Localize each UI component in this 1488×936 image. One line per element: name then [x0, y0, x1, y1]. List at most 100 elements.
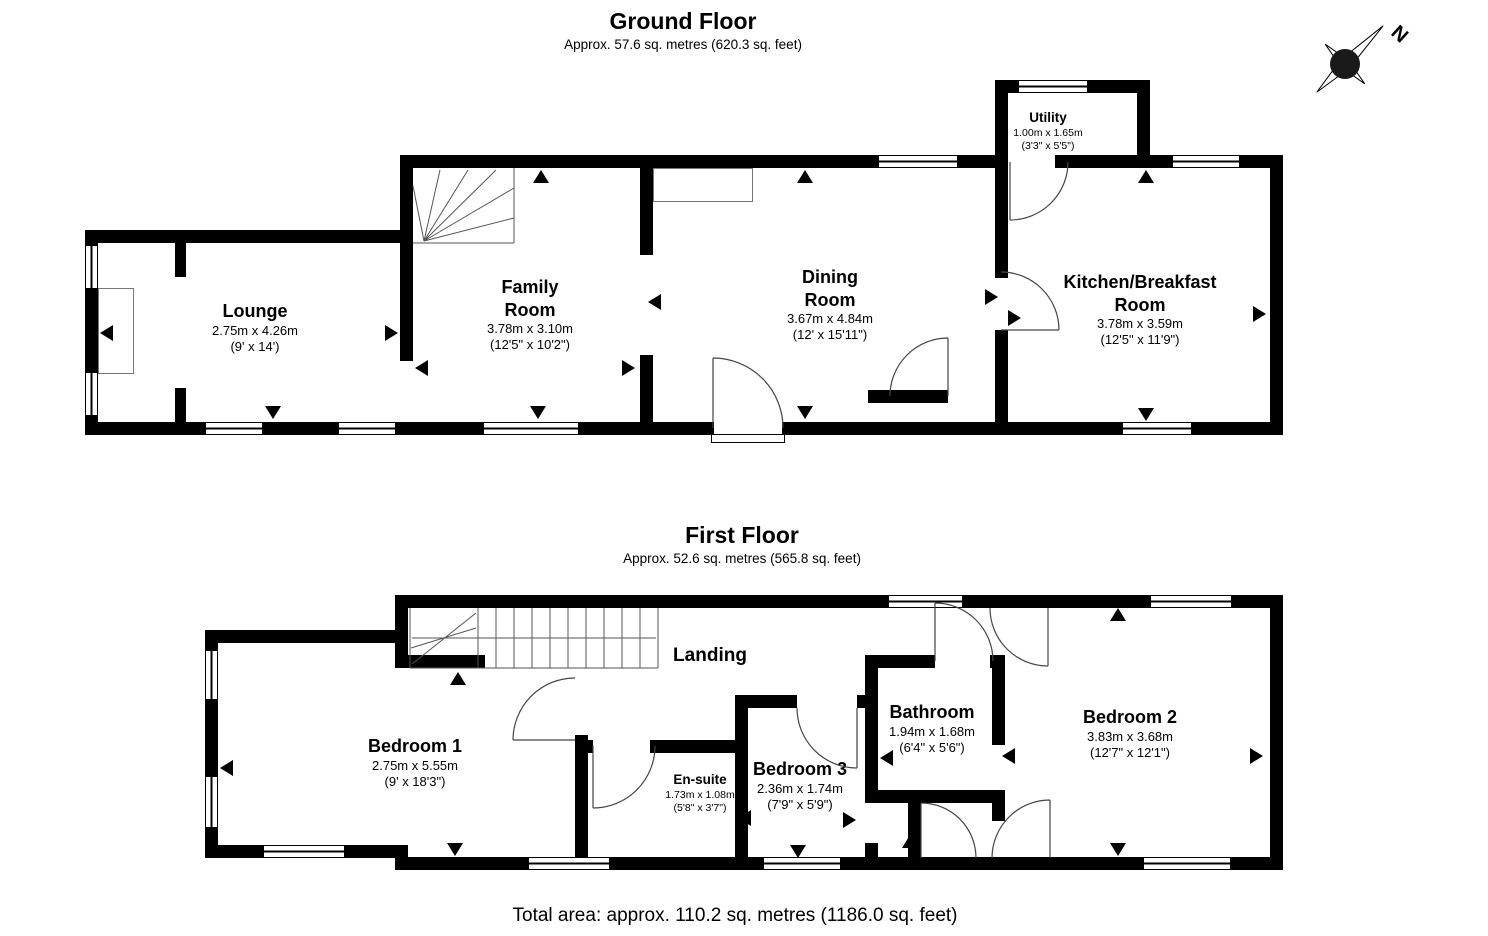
room-name: Bedroom 2 [1082, 707, 1178, 727]
room-name: Dining [802, 267, 858, 287]
arrow-marker-icon [1110, 608, 1126, 621]
wall [865, 790, 1005, 803]
room-dims-imperial: (3'3" x 5'5") [1021, 140, 1075, 152]
wall [650, 740, 735, 753]
wall [735, 695, 748, 858]
window [878, 155, 958, 168]
room-name: Room [804, 289, 856, 310]
first-floor-area: Approx. 52.6 sq. metres (565.8 sq. feet) [623, 550, 861, 566]
room-dims-metric: 3.78m x 3.10m [487, 321, 573, 336]
room-dims-imperial: (9' x 18'3") [384, 773, 446, 789]
window [1018, 80, 1088, 93]
arrow-marker-icon [220, 760, 233, 776]
wall [995, 390, 1008, 422]
wall [865, 843, 878, 857]
first-floor-header: First Floor Approx. 52.6 sq. metres (565… [623, 522, 861, 568]
arrow-marker-icon [447, 843, 463, 856]
wall [992, 803, 1005, 821]
window [263, 845, 345, 858]
room-label-kitchen: Kitchen/Breakfast Room 3.78m x 3.59m (12… [1063, 271, 1216, 349]
total-area-text: Total area: approx. 110.2 sq. metres (11… [512, 905, 958, 926]
room-dims-imperial: (5'8" x 3'7") [673, 802, 727, 814]
room-label-bedroom2: Bedroom 2 3.83m x 3.68m (12'7" x 12'1") [1083, 706, 1177, 761]
room-dims-imperial: (6'4" x 5'6") [899, 739, 965, 755]
wall [992, 655, 1005, 745]
arrow-marker-icon [530, 406, 546, 419]
wall [575, 735, 588, 858]
room-dims-metric: 1.94m x 1.68m [889, 723, 975, 739]
room-name: En-suite [673, 772, 727, 787]
window [1143, 857, 1231, 870]
wall [865, 655, 935, 668]
wall [1270, 155, 1283, 435]
wall [995, 155, 1008, 278]
arrow-marker-icon [1250, 748, 1263, 764]
room-dims-imperial: (7'9" x 5'9") [767, 796, 833, 812]
room-dims-metric: 2.75m x 4.26m [212, 322, 298, 338]
window [205, 422, 263, 435]
room-name: Utility [1029, 110, 1067, 125]
wall [395, 595, 1283, 608]
wall [175, 243, 186, 277]
room-label-lounge: Lounge 2.75m x 4.26m (9' x 14') [212, 300, 298, 355]
window [205, 650, 218, 700]
ground-floor-header: Ground Floor Approx. 57.6 sq. metres (62… [564, 8, 802, 54]
room-dims-metric: 1.73m x 1.08m [665, 788, 735, 801]
wall [395, 595, 408, 655]
window [338, 422, 396, 435]
arrow-marker-icon [738, 810, 751, 826]
wall [395, 655, 485, 668]
room-label-bedroom1: Bedroom 1 2.75m x 5.55m (9' x 18'3") [368, 735, 462, 790]
room-name: Room [504, 299, 556, 320]
window [888, 595, 963, 608]
window [1122, 422, 1192, 435]
window [1150, 595, 1232, 608]
arrow-marker-icon [533, 170, 549, 183]
wall [85, 230, 413, 243]
room-dims-imperial: (12'5" x 10'2") [490, 337, 570, 353]
arrow-marker-icon [450, 672, 466, 685]
window [1172, 155, 1240, 168]
arrow-marker-icon [648, 294, 661, 310]
wall [640, 355, 653, 422]
room-dims-imperial: (12'5" x 11'9") [1100, 332, 1180, 348]
room-label-bedroom3: Bedroom 3 2.36m x 1.74m (7'9" x 5'9") [753, 758, 847, 813]
arrow-marker-icon [843, 812, 856, 828]
room-label-ensuite: En-suite 1.73m x 1.08m (5'8" x 3'7") [665, 772, 734, 815]
wall [400, 155, 413, 243]
wall [175, 388, 186, 422]
room-label-utility: Utility 1.00m x 1.65m (3'3" x 5'5") [1013, 110, 1082, 153]
wall [575, 740, 593, 753]
ground-floor-title: Ground Floor [609, 8, 757, 34]
arrow-marker-icon [1138, 408, 1154, 421]
arrow-marker-icon [790, 845, 806, 858]
room-dims-imperial: (12' x 15'11") [792, 327, 868, 343]
wall [1055, 155, 1150, 168]
arrow-marker-icon [622, 360, 635, 376]
door-threshold [711, 434, 785, 443]
room-dims-metric: 1.00m x 1.65m [1013, 126, 1083, 139]
room-name: Landing [673, 645, 747, 666]
room-name: Room [1114, 294, 1166, 315]
arrow-marker-icon [1138, 170, 1154, 183]
arrow-marker-icon [902, 835, 918, 848]
wall [735, 695, 797, 708]
wall [400, 155, 1008, 168]
room-name: Kitchen/Breakfast [1063, 272, 1217, 292]
window [483, 422, 579, 435]
wall [395, 845, 408, 870]
room-name: Bedroom 3 [752, 759, 848, 779]
chimney-breast [653, 168, 753, 202]
window [85, 245, 98, 289]
wall [995, 330, 1008, 390]
arrow-marker-icon [880, 750, 893, 766]
arrow-marker-icon [385, 325, 398, 341]
room-dims-metric: 3.67m x 4.84m [787, 311, 873, 326]
wall [995, 80, 1008, 168]
room-name: Family [501, 277, 559, 297]
room-label-dining-room: Dining Room 3.67m x 4.84m (12' x 15'11") [787, 266, 873, 344]
room-dims-metric: 2.36m x 1.74m [757, 780, 843, 796]
room-name: Bedroom 1 [367, 736, 463, 756]
wall [400, 243, 413, 361]
